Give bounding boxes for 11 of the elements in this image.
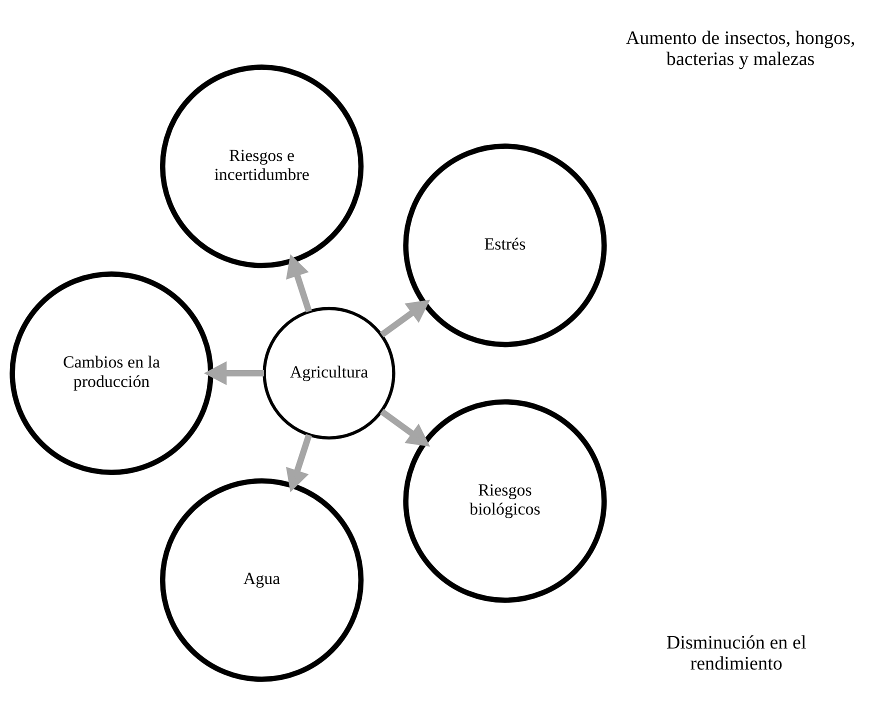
node-circle: Riesgos e incertidumbre <box>160 64 364 268</box>
arrow <box>204 361 264 386</box>
label: Disminución en el rendimiento <box>666 632 806 675</box>
arrow <box>380 409 430 447</box>
node-circle: Cambios en la producción <box>10 271 214 476</box>
arrow <box>286 254 312 312</box>
arrow <box>380 300 430 338</box>
label: Aumento de insectos, hongos, bacterias y malezas <box>626 28 856 70</box>
node-circle: Agricultura <box>262 306 396 440</box>
arrow <box>286 434 312 492</box>
node-circle: Agua <box>160 478 364 682</box>
